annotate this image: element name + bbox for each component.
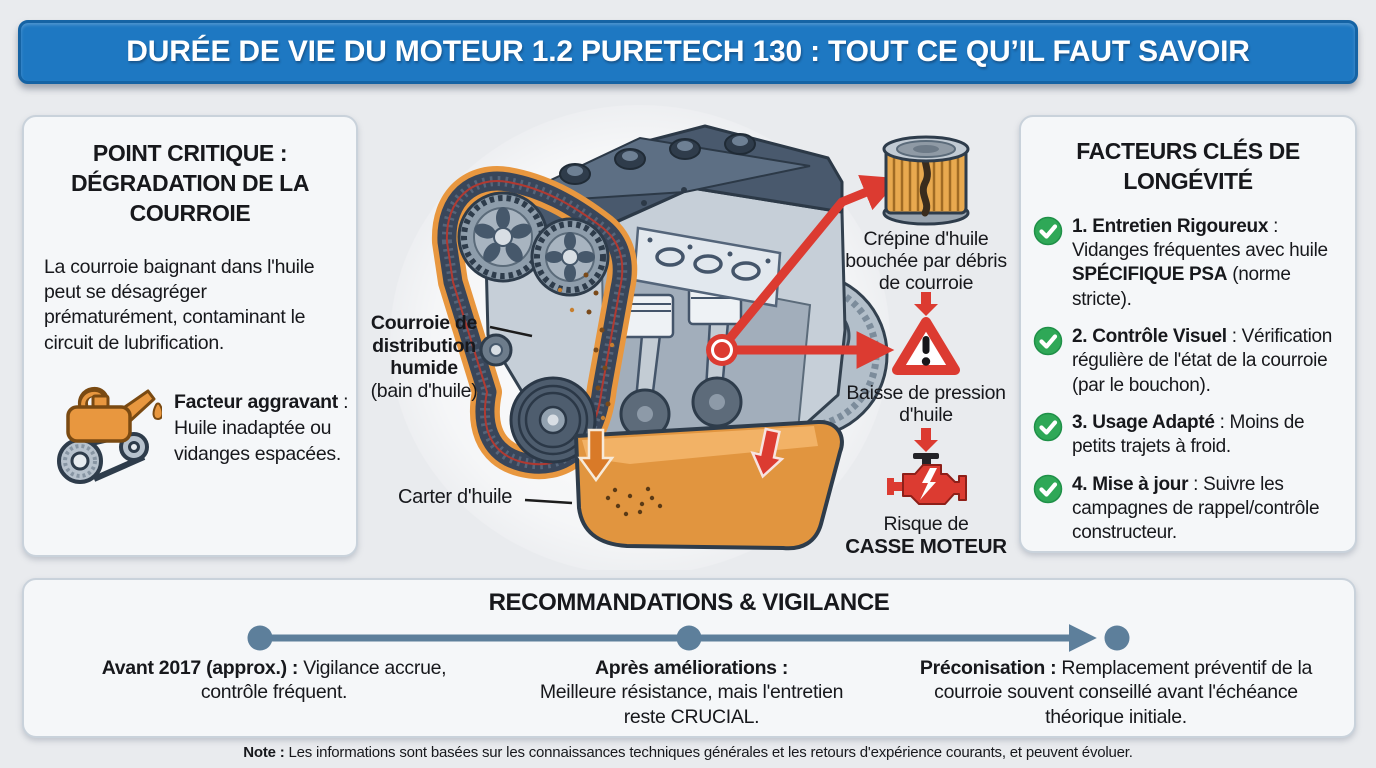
footer-note: Note : Les informations sont basées sur …	[243, 744, 1133, 761]
bottom-panel-title: RECOMMANDATIONS & VIGILANCE	[488, 589, 890, 616]
longevity-factors-panel: FACTEURS CLÉS DE LONGÉVITÉ 1. Entretien …	[1019, 115, 1357, 553]
timeline-dot	[1104, 625, 1130, 651]
warning-triangle-icon	[892, 317, 960, 375]
check-icon	[1033, 216, 1063, 246]
critical-point-panel: POINT CRITIQUE : DÉGRADATION DE LA COURR…	[22, 115, 358, 557]
debris-fall-arrow-icon	[577, 428, 615, 483]
pressure-caption: Baisse de pression d'huile	[846, 382, 1006, 426]
left-panel-title: POINT CRITIQUE : DÉGRADATION DE LA COURR…	[70, 140, 310, 226]
engine-failure-icon	[887, 453, 967, 505]
timing-belt	[431, 166, 638, 480]
left-panel-body: La courroie baignant dans l'huile peut s…	[44, 255, 315, 354]
list-item: 3. Usage Adapté : Moins de petits trajet…	[1033, 411, 1343, 460]
page-title: DURÉE DE VIE DU MOTEUR 1.2 PURETECH 130 …	[126, 35, 1250, 68]
crank-pulley	[509, 376, 597, 464]
check-icon	[1033, 474, 1063, 503]
oil-pan-label: Carter d'huile	[398, 486, 513, 508]
engine-cutaway-illustration	[390, 105, 895, 570]
oil-pan	[574, 419, 844, 551]
check-icon	[1033, 412, 1063, 442]
risk-caption: Risque de CASSE MOTEUR	[845, 513, 1007, 558]
belt-label-connector	[489, 325, 533, 338]
aggravating-factor-row: Facteur aggravant : Huile inadaptée ou v…	[44, 373, 370, 485]
list-item: 4. Mise à jour : Suivre les campagnes de…	[1033, 473, 1343, 546]
oil-filter-icon	[882, 135, 970, 226]
milestone-recommendation: Préconisation : Remplacement préventif d…	[919, 657, 1313, 728]
timeline	[247, 624, 1130, 652]
filter-caption: Crépine d'huile bouchée par débris de co…	[845, 228, 1007, 294]
timeline-dot	[676, 625, 702, 651]
down-arrow-icon	[914, 292, 938, 316]
aggravating-factor-text: Facteur aggravant : Huile inadaptée ou v…	[174, 391, 349, 465]
milestone-after-improvements: Après améliorations : Meilleure résistan…	[539, 657, 844, 728]
list-item: 1. Entretien Rigoureux : Vidanges fréque…	[1033, 215, 1343, 312]
belt-debris-in-oil	[605, 486, 663, 517]
timeline-dot	[247, 625, 273, 651]
camshaft-sprockets	[457, 191, 610, 367]
arrow-to-filter-icon	[718, 175, 895, 351]
red-dot-marker	[706, 334, 738, 366]
recommendations-panel: RECOMMANDATIONS & VIGILANCE Avant 2017 (…	[22, 578, 1356, 738]
check-icon	[1033, 326, 1063, 356]
belt-label: Courroie de distribution humide (bain d'…	[370, 312, 478, 402]
red-fall-arrow-icon	[750, 427, 785, 479]
pan-label-connector	[524, 498, 573, 505]
manifold-gasket	[632, 226, 782, 308]
header-banner: DURÉE DE VIE DU MOTEUR 1.2 PURETECH 130 …	[18, 20, 1358, 84]
falling-debris	[557, 272, 615, 421]
milestone-before-2017: Avant 2017 (approx.) : Vigilance accrue,…	[101, 657, 447, 704]
down-arrow-icon	[914, 428, 938, 452]
oil-can-icon	[57, 386, 162, 484]
list-item: 2. Contrôle Visuel : Vérification réguli…	[1033, 325, 1343, 398]
right-panel-title: FACTEURS CLÉS DE LONGÉVITÉ	[1076, 138, 1300, 194]
